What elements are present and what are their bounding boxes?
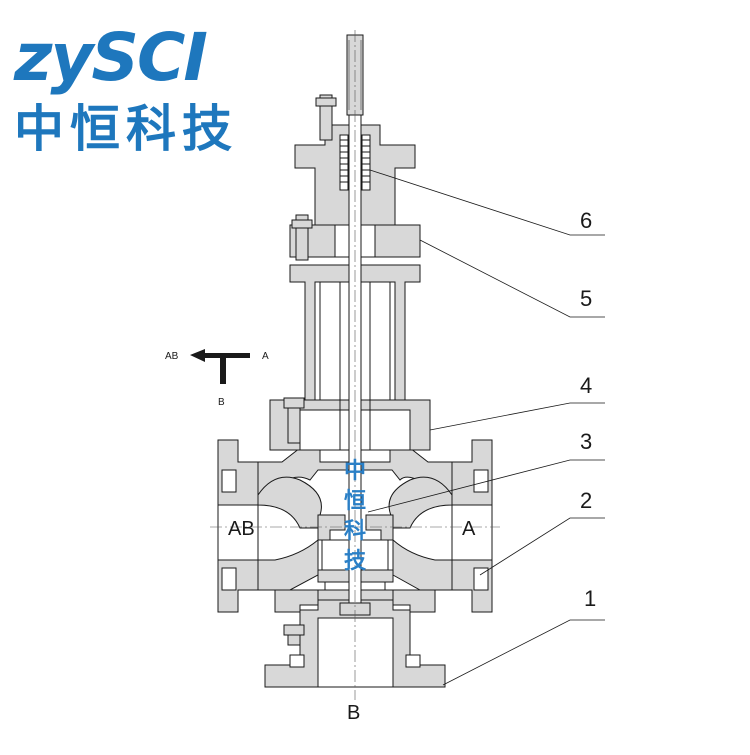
port-label-ab: AB [228, 518, 255, 540]
leader-line-6 [369, 169, 605, 236]
callout-number-5: 5 [580, 286, 592, 311]
watermark-char-4: 技 [344, 548, 367, 574]
port-label-b: B [347, 702, 360, 724]
leader-line-3 [367, 459, 605, 513]
port-labels: AB A B [228, 518, 476, 724]
legend-label-a: A [262, 351, 269, 362]
callout-number-1: 1 [584, 586, 596, 611]
callout-number-6: 6 [580, 208, 592, 233]
leader-line-5 [419, 239, 605, 318]
valve-stem [339, 34, 371, 616]
valve-body [217, 439, 493, 613]
valve-cross-section [210, 30, 500, 700]
flow-arrow-icon [190, 349, 250, 384]
watermark-char-3: 科 [344, 518, 366, 544]
watermark-char-2: 恒 [344, 488, 366, 514]
legend-label-ab: AB [165, 351, 179, 362]
flow-direction-legend: AB A B [165, 349, 269, 408]
callout-number-2: 2 [580, 488, 592, 513]
port-label-a: A [462, 518, 476, 540]
leader-line-2 [479, 517, 605, 576]
logo-latin-text: zySCI [13, 19, 207, 96]
leader-line-4 [429, 402, 605, 431]
bottom-cover [264, 599, 446, 688]
callout-number-3: 3 [580, 429, 592, 454]
company-logo: zySCI 中恒科技 [13, 19, 238, 158]
legend-label-b: B [218, 397, 225, 408]
logo-chinese-text: 中恒科技 [14, 99, 238, 158]
watermark-char-1: 中 [344, 458, 366, 484]
bolts [283, 94, 337, 646]
watermark-text: 中 恒 科 技 [344, 458, 367, 574]
callout-number-4: 4 [580, 373, 592, 398]
callout-numbers: 6 5 4 3 2 1 [580, 208, 596, 611]
leader-line-1 [442, 619, 605, 686]
callouts [367, 169, 605, 686]
